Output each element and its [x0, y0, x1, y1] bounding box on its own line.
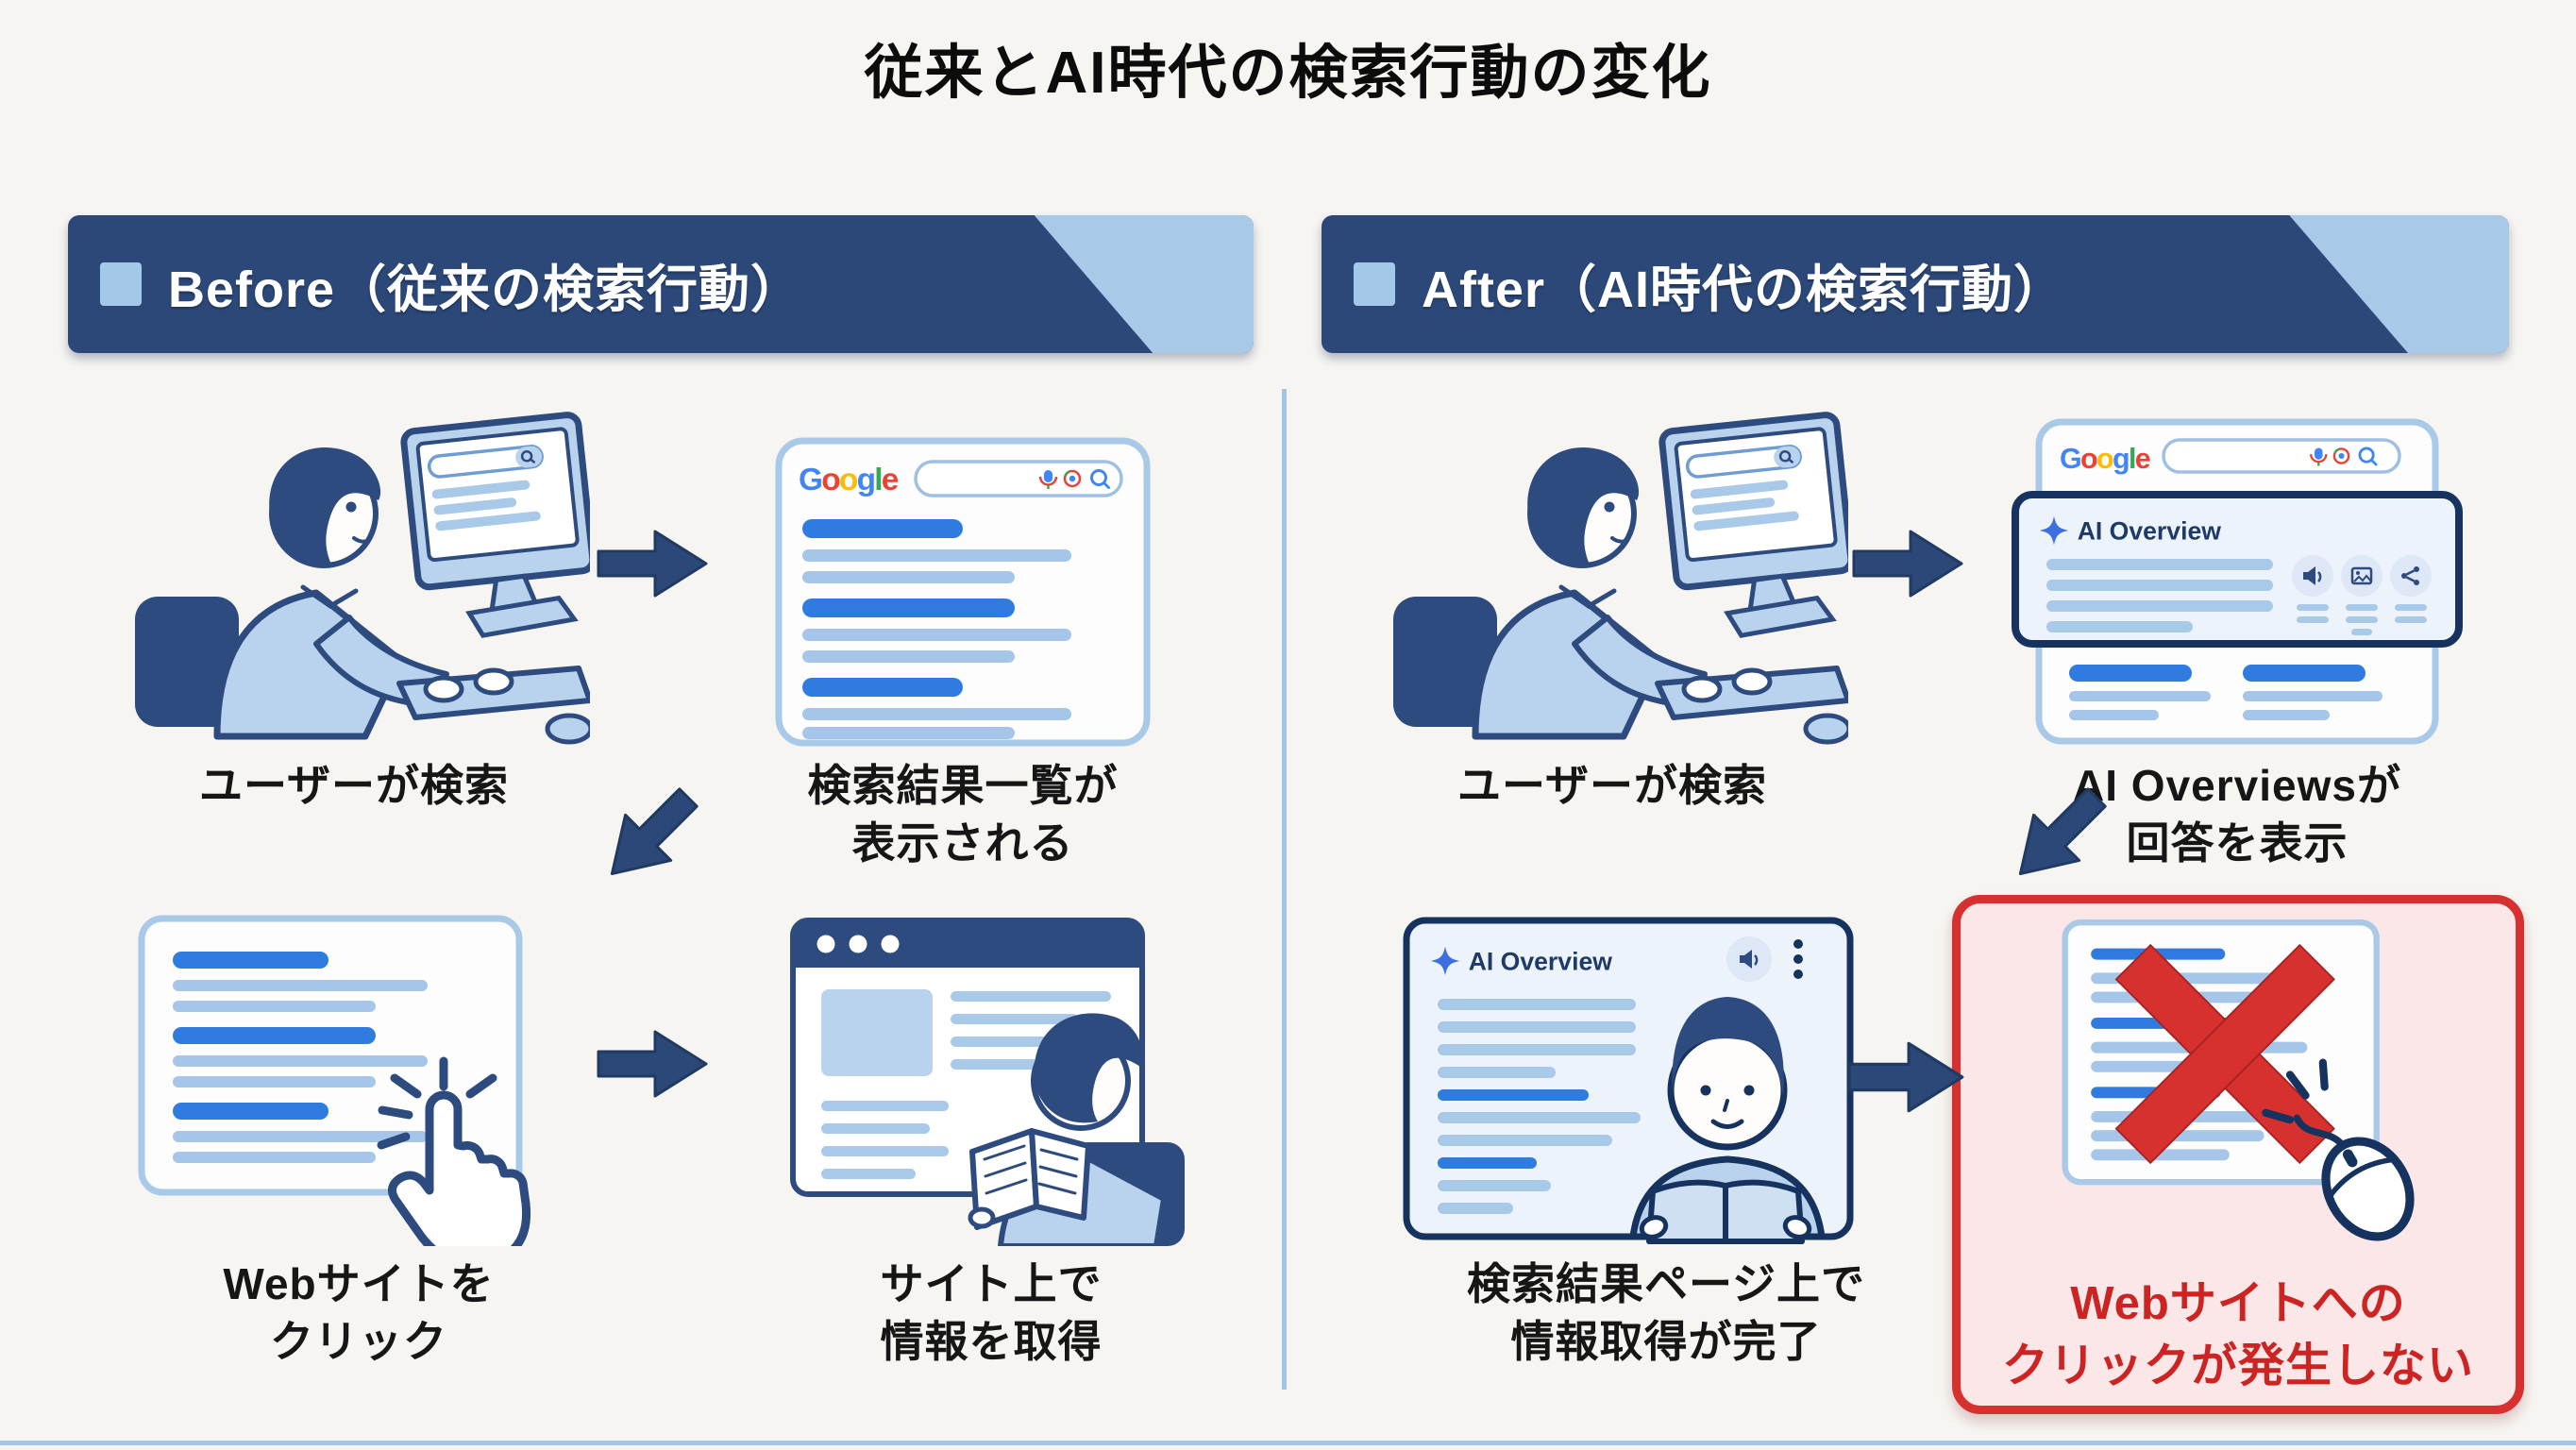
cross-icon [2114, 943, 2335, 1165]
ai-overview-serp-illustration [2012, 418, 2463, 745]
arrow-after-step3-4 [1847, 1041, 1964, 1113]
click-burst-icon [377, 1056, 497, 1150]
after-header: After（AI時代の検索行動） [1322, 215, 2509, 353]
person-hair [1034, 1013, 1143, 1123]
panel-divider [1282, 389, 1287, 1390]
header-bullet-icon [100, 262, 142, 306]
step-caption: ユーザーが検索 [198, 761, 510, 810]
speaker-icon [1740, 950, 1759, 969]
open-book [968, 1128, 1091, 1230]
before-header-label: Before（従来の検索行動） [168, 261, 803, 318]
arrow-before-step1-2 [597, 530, 708, 598]
search-input [914, 460, 1123, 497]
before-header: Before（従来の検索行動） [68, 215, 1254, 353]
person-reading [1629, 997, 1826, 1244]
arrow-after-step1-2 [1852, 530, 1963, 598]
step-caption: 検索結果ページ上で 情報取得が完了 [1466, 1259, 1866, 1366]
ai-action-buttons [2292, 555, 2432, 635]
arrow-before-step3-4 [597, 1030, 708, 1098]
step-after-read-on-serp: 検索結果ページ上で 情報取得が完了 [1373, 914, 1959, 1370]
step-after-search: ユーザーが検索 [1348, 406, 1877, 815]
google-results-illustration [775, 437, 1151, 747]
header-bullet-icon [1354, 262, 1395, 306]
click-website-illustration [138, 915, 531, 1246]
step-caption-highlight: Webサイトへの クリックが発生しない [2001, 1278, 2474, 1391]
result-lines [2069, 665, 2382, 720]
step-caption: ユーザーが検索 [1456, 761, 1768, 810]
step-after-ai-overview: AI Overviewsが 回答を表示 [2001, 415, 2473, 871]
result-lines [802, 519, 1071, 739]
click-burst-icon [2262, 1058, 2329, 1124]
open-book [1639, 1179, 1812, 1244]
mouse-icon [2293, 1114, 2415, 1241]
person-hair [1672, 997, 1784, 1097]
step-caption: 検索結果一覧が 表示される [807, 761, 1119, 868]
image-icon [2350, 566, 2373, 585]
step-caption: サイト上で 情報を取得 [880, 1259, 1103, 1366]
after-header-label: After（AI時代の検索行動） [1422, 261, 2066, 318]
bottom-rule [0, 1441, 2576, 1445]
result-lines [173, 952, 428, 1163]
site-reading-illustration [790, 918, 1185, 1246]
step-caption: Webサイトを クリック [223, 1259, 495, 1366]
search-input [2162, 438, 2401, 474]
results-card [775, 437, 1151, 747]
step-before-search: ユーザーが検索 [90, 406, 618, 815]
no-click-illustration [2062, 919, 2415, 1241]
person-computer-illustration [1376, 408, 1848, 748]
browser-dots-icon [817, 935, 900, 953]
browser-titlebar [793, 920, 1142, 968]
step-caption: AI Overviewsが 回答を表示 [2073, 761, 2401, 868]
step-before-click: Webサイトを クリック [104, 914, 614, 1370]
step-before-results: 検索結果一覧が 表示される [750, 421, 1175, 871]
pointer-hand-icon [388, 1090, 531, 1246]
page-title: 従来とAI時代の検索行動の変化 [864, 41, 1712, 106]
person-computer-illustration [118, 408, 590, 748]
ai-answer-lines [1438, 999, 1641, 1214]
menu-dots-icon [1793, 939, 1803, 979]
ai-overview-reading-illustration [1403, 917, 1854, 1244]
speaker-icon [2303, 566, 2322, 585]
page-image-block [821, 989, 933, 1076]
share-icon [2401, 566, 2419, 585]
step-before-read: サイト上で 情報を取得 [765, 914, 1218, 1370]
step-after-no-click: Webサイトへの クリックが発生しない [1952, 895, 2524, 1414]
ai-answer-lines [2046, 559, 2273, 632]
